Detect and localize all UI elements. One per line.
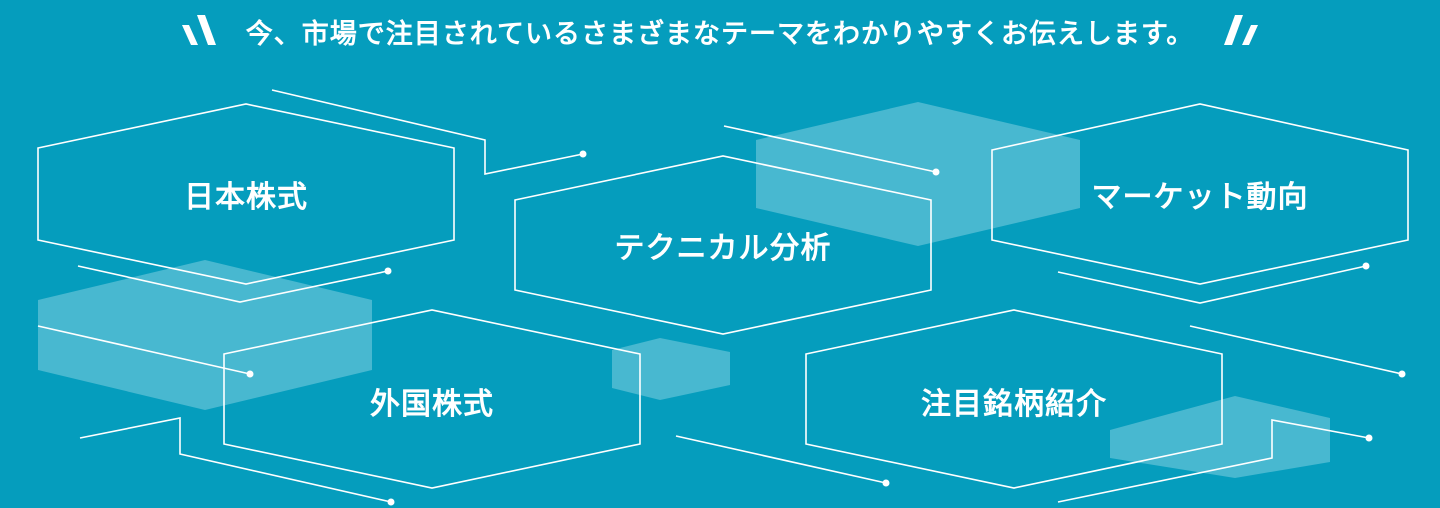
connector-dot [579,150,587,158]
headline: 今、市場で注目されているさまざまなテーマをわかりやすくお伝えします。 [0,6,1440,56]
theme-label-technical-analysis[interactable]: テクニカル分析 [614,231,832,266]
hexagon-japan-stocks[interactable] [37,103,455,285]
theme-label-japan-stocks[interactable]: 日本株式 [184,180,308,215]
bg-hexagon-bottom-right [1110,396,1330,478]
headline-text: 今、市場で注目されているさまざまなテーマをわかりやすくお伝えします。 [245,18,1195,50]
right-slash-decoration-icon [1224,15,1259,45]
connector-dot [384,267,392,275]
theme-label-market-trends[interactable]: マーケット動向 [1091,180,1309,215]
connector-line [37,325,251,375]
bg-hexagon-center [612,338,730,400]
hexagon-featured-stocks[interactable] [805,309,1223,489]
bg-hexagon-top-right [756,102,1080,246]
connector-line [1057,265,1367,304]
theme-label-foreign-stocks[interactable]: 外国株式 [370,387,494,422]
connector-line [723,125,937,173]
connector-dot [246,370,254,378]
hexagon-foreign-stocks[interactable] [223,309,641,489]
connector-dot [387,498,395,506]
connector-dot [932,168,940,176]
connector-line [675,435,887,484]
hexagon-market-trends[interactable] [991,103,1409,285]
connector-line [77,265,389,303]
connector-line [271,89,584,175]
left-slash-decoration-icon [181,15,216,45]
connector-line [1057,419,1370,503]
connector-dot [1362,262,1370,270]
theme-label-featured-stocks[interactable]: 注目銘柄紹介 [921,387,1107,422]
connector-line [79,417,392,503]
connector-line [1189,325,1403,375]
connector-dot [882,479,890,487]
connector-dot [1398,370,1406,378]
bg-hexagon-left [38,260,372,410]
connector-dot [1365,434,1373,442]
hexagon-technical-analysis[interactable] [514,155,932,335]
